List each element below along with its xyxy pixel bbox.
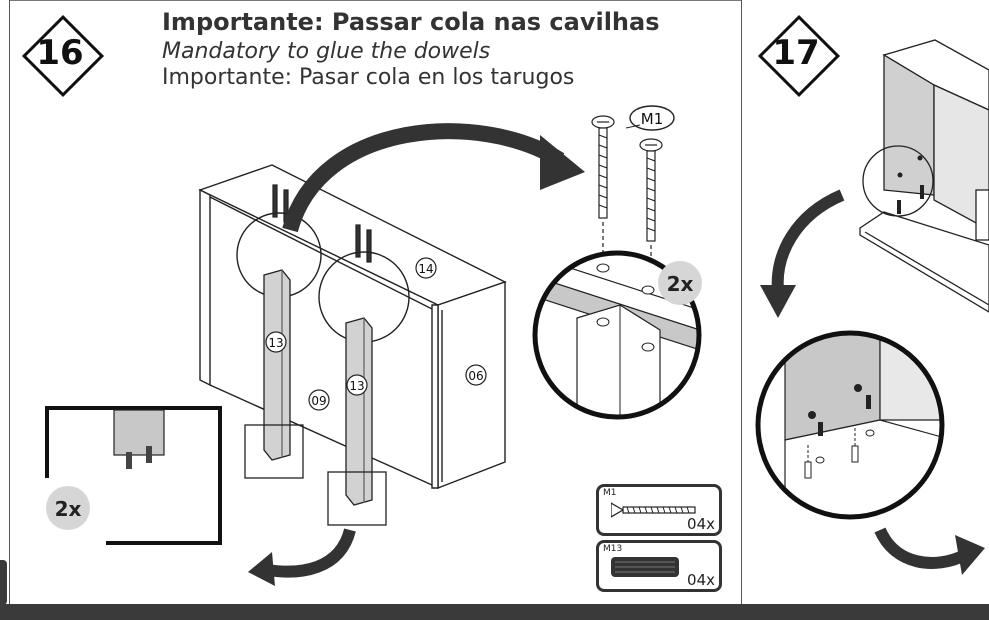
part-box-m13: M13 04x	[596, 540, 722, 592]
step-16-illustration: 14 13 13 09 06	[45, 105, 702, 586]
callout-box	[327, 471, 387, 526]
step-16-badge: 16	[21, 14, 105, 98]
part-label-14: 14	[415, 257, 437, 279]
part-label-13: 13	[346, 374, 368, 396]
part-label-09: 09	[308, 389, 330, 411]
dowel-icon	[611, 557, 679, 577]
step-number: 17	[772, 33, 820, 73]
svg-text:06: 06	[468, 369, 483, 383]
detail-zoom-circle	[755, 330, 945, 520]
svg-text:14: 14	[418, 262, 433, 276]
quantity-badge: 2x	[658, 261, 702, 305]
step-17-illustration	[755, 39, 989, 575]
top-border	[10, 0, 741, 1]
svg-text:2x: 2x	[55, 497, 82, 521]
svg-text:09: 09	[311, 394, 326, 408]
screw-icon	[611, 502, 696, 518]
svg-text:M1: M1	[641, 110, 664, 128]
cabinet-drawing	[859, 39, 989, 313]
detail-zoom-circle	[532, 250, 702, 420]
quantity-badge: 2x	[46, 486, 90, 530]
screw-tag: M1	[629, 105, 675, 131]
curved-arrow-icon	[282, 123, 565, 233]
step-17-badge: 17	[757, 14, 841, 98]
part-label-13: 13	[265, 331, 287, 353]
panel-13-left	[263, 269, 291, 461]
curved-arrow-icon	[267, 528, 356, 578]
left-border	[9, 0, 10, 605]
part-box-m1: M1 04x	[596, 484, 722, 536]
screw-icon	[591, 115, 663, 242]
part-qty: 04x	[687, 571, 715, 589]
svg-text:13: 13	[349, 379, 364, 393]
page-tab	[0, 560, 7, 605]
inset-detail	[45, 406, 222, 545]
callout-box	[244, 424, 304, 479]
step-number: 16	[36, 33, 84, 73]
svg-text:2x: 2x	[667, 272, 694, 296]
detail-circle	[862, 145, 934, 217]
part-label-06: 06	[465, 364, 487, 386]
part-code: M1	[603, 488, 617, 498]
title-portuguese: Importante: Passar cola nas cavilhas	[162, 8, 660, 36]
bottom-bar	[0, 604, 989, 620]
step-16-title: Importante: Passar cola nas cavilhas Man…	[162, 8, 660, 90]
part-code: M13	[603, 544, 623, 554]
title-spanish: Importante: Pasar cola en los tarugos	[162, 65, 575, 90]
curved-arrow-icon	[771, 189, 845, 291]
part-qty: 04x	[687, 515, 715, 533]
svg-text:13: 13	[268, 336, 283, 350]
curved-arrow-icon	[874, 527, 968, 569]
panel-13-right	[345, 317, 373, 506]
panel-divider	[741, 0, 742, 605]
title-english: Mandatory to glue the dowels	[162, 39, 491, 64]
